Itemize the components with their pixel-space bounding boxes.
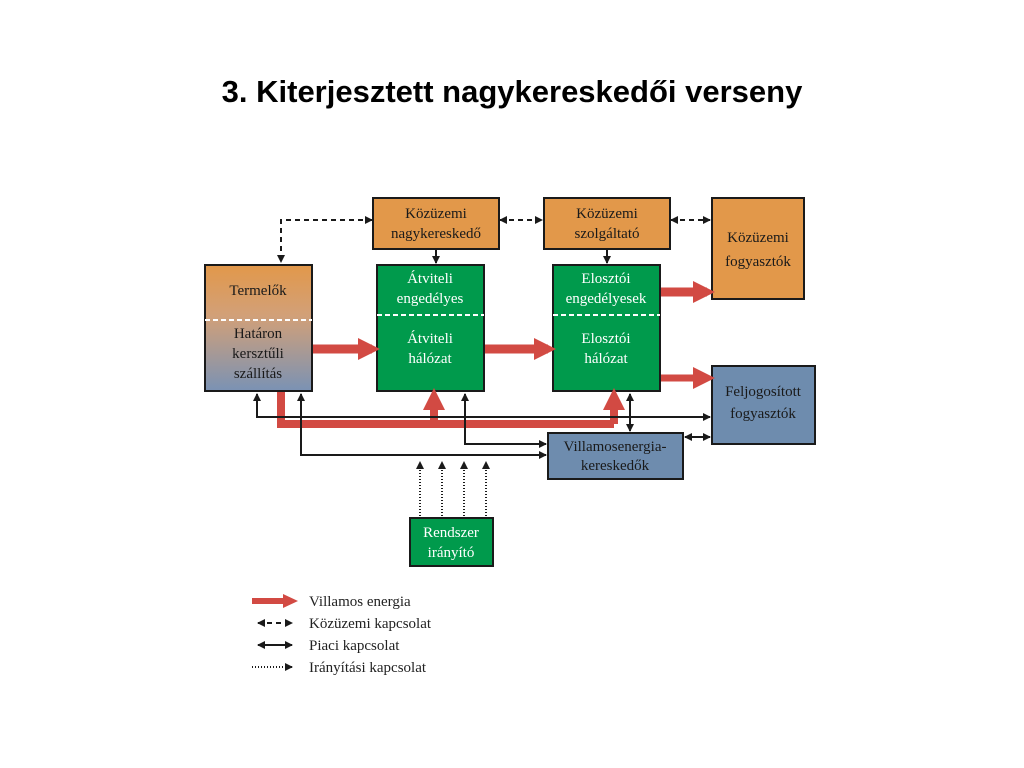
node-label: Elosztói bbox=[581, 271, 630, 287]
node-label: irányító bbox=[428, 545, 475, 561]
legend-label: Villamos energia bbox=[309, 594, 411, 610]
box-kozuzemi-szolgaltato: Közüzemi szolgáltató bbox=[543, 197, 671, 250]
page-title: 3. Kiterjesztett nagykereskedői verseny bbox=[221, 74, 803, 109]
box-elosztoi: Elosztói engedélyesek Elosztói hálózat bbox=[552, 264, 661, 392]
market-link bbox=[297, 393, 547, 459]
energy-return-line bbox=[277, 392, 614, 428]
box-villamosenergia: Villamosenergia- kereskedők bbox=[547, 432, 684, 480]
node-label: kersztűli bbox=[232, 346, 284, 362]
node-label: engedélyes bbox=[397, 291, 464, 307]
box-feljogositott: Feljogosított fogyasztók bbox=[711, 365, 816, 445]
node-label: Villamosenergia- bbox=[564, 439, 667, 455]
legend-item-control: Irányítási kapcsolat bbox=[252, 660, 427, 676]
node-label: nagykereskedő bbox=[391, 226, 481, 242]
box-termelok: Termelők Határon kersztűli szállítás bbox=[204, 264, 313, 392]
node-label: Közüzemi bbox=[405, 206, 467, 222]
node-label: szállítás bbox=[234, 366, 282, 382]
market-link bbox=[253, 393, 711, 421]
node-label: Határon bbox=[234, 326, 283, 342]
node-label: Elosztói bbox=[581, 331, 630, 347]
public-connections bbox=[277, 216, 711, 264]
public-link bbox=[277, 216, 373, 263]
legend-label: Közüzemi kapcsolat bbox=[309, 616, 432, 632]
node-label: Átviteli bbox=[407, 330, 453, 347]
legend-item-market: Piaci kapcsolat bbox=[257, 638, 400, 654]
node-label: Közüzemi bbox=[576, 206, 638, 222]
node-label: Termelők bbox=[229, 283, 287, 299]
node-label: hálózat bbox=[584, 351, 628, 367]
box-rendszer-iranyito: Rendszer irányító bbox=[409, 517, 494, 567]
node-label: Átviteli bbox=[407, 270, 453, 287]
node-label: hálózat bbox=[408, 351, 452, 367]
legend-label: Irányítási kapcsolat bbox=[309, 660, 427, 676]
control-connections bbox=[416, 461, 490, 516]
box-kozuzemi-fogyasztok: Közüzemi fogyasztók bbox=[711, 197, 805, 300]
node-label: szolgáltató bbox=[575, 226, 640, 242]
box-kozuzemi-nagykereskedo: Közüzemi nagykereskedő bbox=[372, 197, 500, 250]
node-label: Rendszer bbox=[423, 525, 479, 541]
node-label: fogyasztók bbox=[730, 406, 796, 422]
legend-item-public: Közüzemi kapcsolat bbox=[257, 616, 432, 632]
market-connections bbox=[253, 393, 711, 459]
market-link bbox=[461, 393, 547, 448]
node-label: Feljogosított bbox=[725, 384, 802, 400]
node-label: engedélyesek bbox=[566, 291, 647, 307]
legend-item-energy: Villamos energia bbox=[252, 594, 411, 610]
node-label: kereskedők bbox=[581, 458, 650, 474]
legend-label: Piaci kapcsolat bbox=[309, 638, 400, 654]
box-atviteli: Átviteli engedélyes Átviteli hálózat bbox=[376, 264, 485, 392]
node-label: Közüzemi bbox=[727, 230, 789, 246]
legend: Villamos energia Közüzemi kapcsolat Piac… bbox=[252, 594, 432, 676]
node-label: fogyasztók bbox=[725, 254, 791, 270]
